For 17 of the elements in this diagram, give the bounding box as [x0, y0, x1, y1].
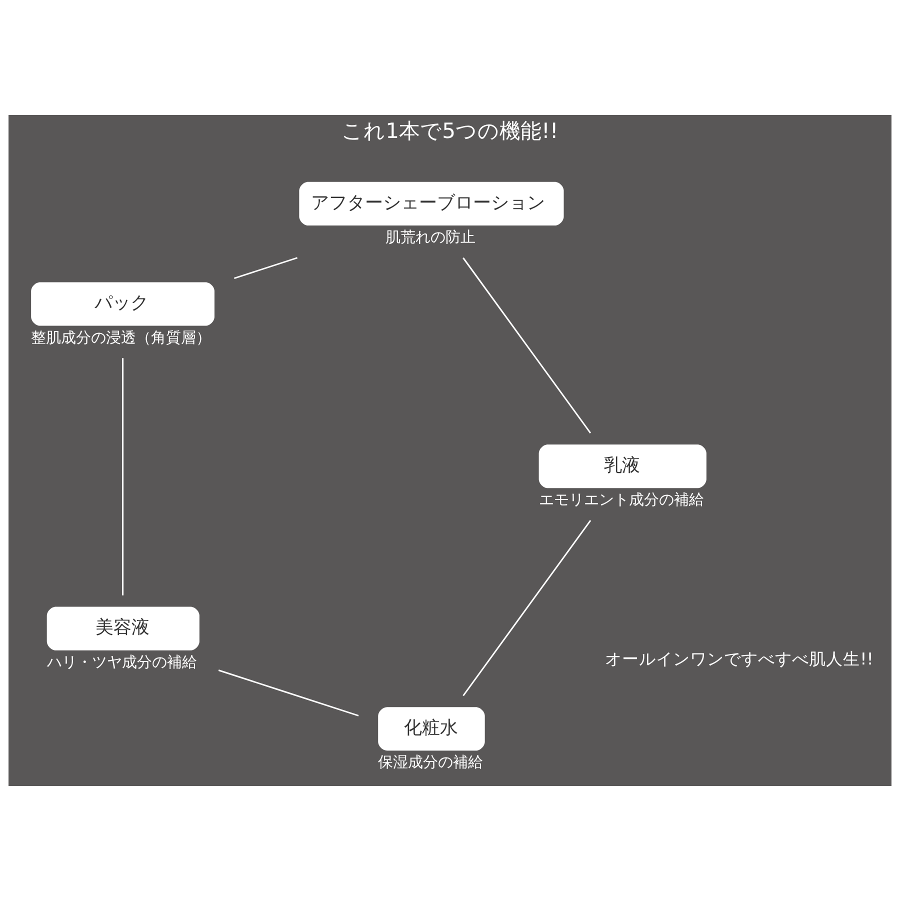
node-label: 整肌成分の浸透（角質層） — [31, 328, 212, 346]
connector — [122, 358, 124, 595]
node-box: アフターシェーブローション — [299, 181, 564, 225]
node-box: パック — [31, 282, 214, 326]
connector — [218, 669, 359, 716]
node-box: 美容液 — [46, 606, 200, 650]
node-label: 保湿成分の補給 — [378, 752, 484, 771]
node-box: 化粧水 — [378, 706, 485, 750]
label: オールインワンですべすべ肌人生!! — [605, 648, 874, 668]
connector — [462, 520, 592, 696]
node-box: 乳液 — [538, 444, 706, 488]
connector — [234, 256, 298, 279]
diagram-title: これ1本で5つの機能!! — [342, 117, 558, 142]
node-label: ハリ・ツヤ成分の補給 — [46, 652, 197, 670]
node-label: 肌荒れの防止 — [386, 228, 476, 246]
node-label: エモリエント成分の補給 — [538, 490, 704, 508]
connector — [462, 256, 592, 433]
